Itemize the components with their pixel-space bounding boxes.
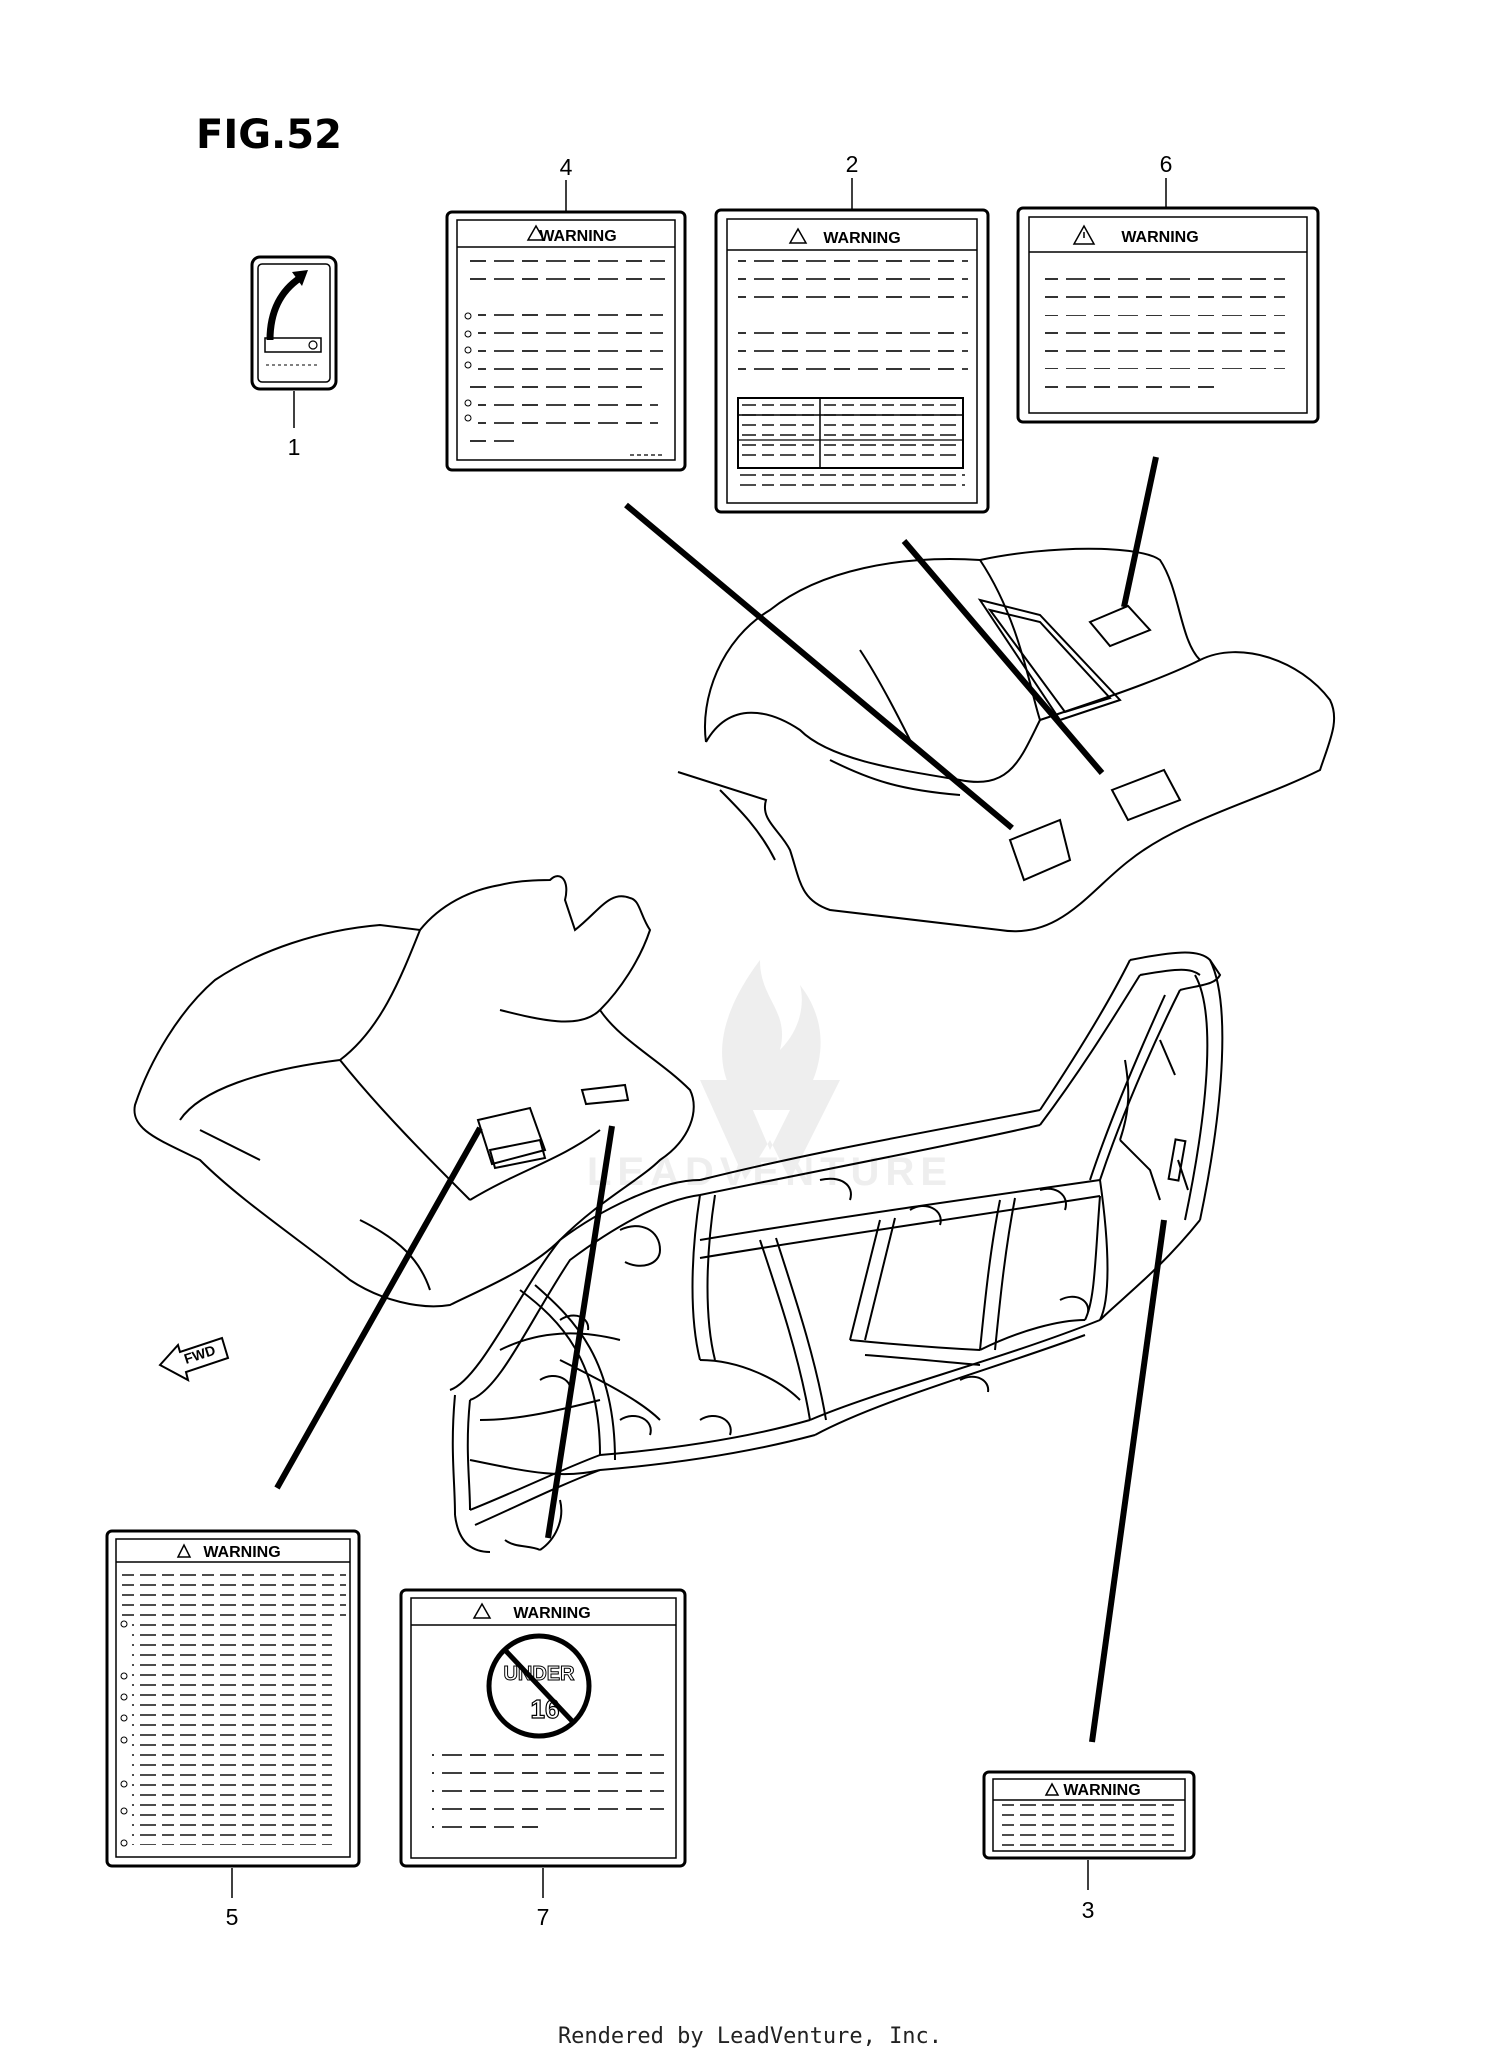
fwd-arrow-icon: FWD <box>158 1336 230 1382</box>
callout-2: 2 <box>846 151 859 177</box>
callout-7: 7 <box>537 1904 550 1930</box>
part-5-warning-label: WARNING <box>105 1529 361 1868</box>
under-text: UNDER <box>503 1663 575 1685</box>
callout-1: 1 <box>288 434 301 460</box>
under-16-prohibition-icon: UNDER 16 <box>486 1633 592 1739</box>
label-5-warning: WARNING <box>203 1544 280 1561</box>
label-4-warning: WARNING <box>539 228 616 245</box>
rear-fender <box>677 547 1336 933</box>
leader-lines <box>274 456 1167 1743</box>
callout-3: 3 <box>1082 1897 1095 1923</box>
part-3-warning-label: WARNING <box>982 1770 1196 1860</box>
front-fender <box>133 875 695 1308</box>
callout-6: 6 <box>1160 151 1173 177</box>
label-7-warning: WARNING <box>513 1605 590 1622</box>
label-2-warning: WARNING <box>823 230 900 247</box>
watermark-text: LEADVENTURE <box>587 1150 953 1194</box>
part-1-shift-label <box>250 255 338 391</box>
figure-title: FIG.52 <box>196 112 342 158</box>
callout-4: 4 <box>560 154 573 180</box>
part-4-warning-label: WARNING <box>445 210 687 472</box>
part-2-warning-label: WARNING <box>714 208 990 514</box>
age-text: 16 <box>531 1694 560 1724</box>
part-7-warning-label: WARNING UNDER 16 <box>399 1588 687 1868</box>
callout-5: 5 <box>226 1904 239 1930</box>
frame-chassis <box>449 951 1224 1553</box>
part-6-warning-label: WARNING <box>1016 206 1320 424</box>
leadventure-watermark: LEADVENTURE <box>587 960 953 1194</box>
label-6-warning: WARNING <box>1121 229 1198 246</box>
label-3-warning: WARNING <box>1063 1782 1140 1799</box>
footer-credit: Rendered by LeadVenture, Inc. <box>557 2024 943 2049</box>
